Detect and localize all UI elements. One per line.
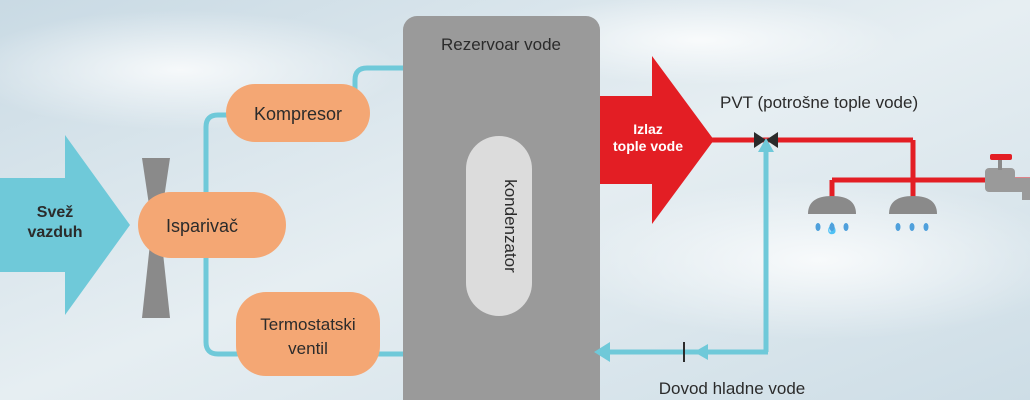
condenser	[466, 136, 532, 316]
hot-water-label-line2: tople vode	[613, 138, 683, 154]
cold-water-label: Dovod hladne vode	[659, 379, 806, 398]
pvt-label: PVT (potrošne tople vode)	[720, 93, 918, 112]
compressor-label: Kompresor	[254, 104, 342, 124]
cloud	[560, 180, 1030, 340]
thermostatic-valve-label-line1: Termostatski	[260, 315, 355, 334]
hot-water-label-line1: Izlaz	[633, 121, 663, 137]
fresh-air-label-line1: Svež	[37, 204, 73, 221]
thermostatic-valve	[236, 292, 380, 376]
shower-head-icon: 💧	[808, 196, 856, 235]
shower-head-icon	[889, 196, 937, 214]
faucet-icon	[985, 154, 1030, 200]
cold-water-arrow-up	[758, 138, 774, 152]
thermostatic-valve-label-line2: ventil	[288, 339, 328, 358]
fresh-air-label-line2: vazduh	[27, 224, 82, 241]
cold-water-arrow-mid	[694, 344, 708, 360]
compressor	[226, 84, 370, 142]
shower-drops	[815, 223, 929, 231]
cold-water-arrow-left	[594, 342, 610, 362]
evaporator	[138, 192, 286, 258]
fresh-air-arrow: Svež vazduh	[0, 135, 130, 315]
cloud	[500, 0, 900, 85]
condenser-label: kondenzator	[501, 179, 520, 273]
evaporator-label: Isparivač	[166, 216, 238, 236]
water-tank-label: Rezervoar vode	[441, 35, 561, 54]
hot-water-outlet-arrow: Izlaz tople vode	[600, 56, 714, 224]
